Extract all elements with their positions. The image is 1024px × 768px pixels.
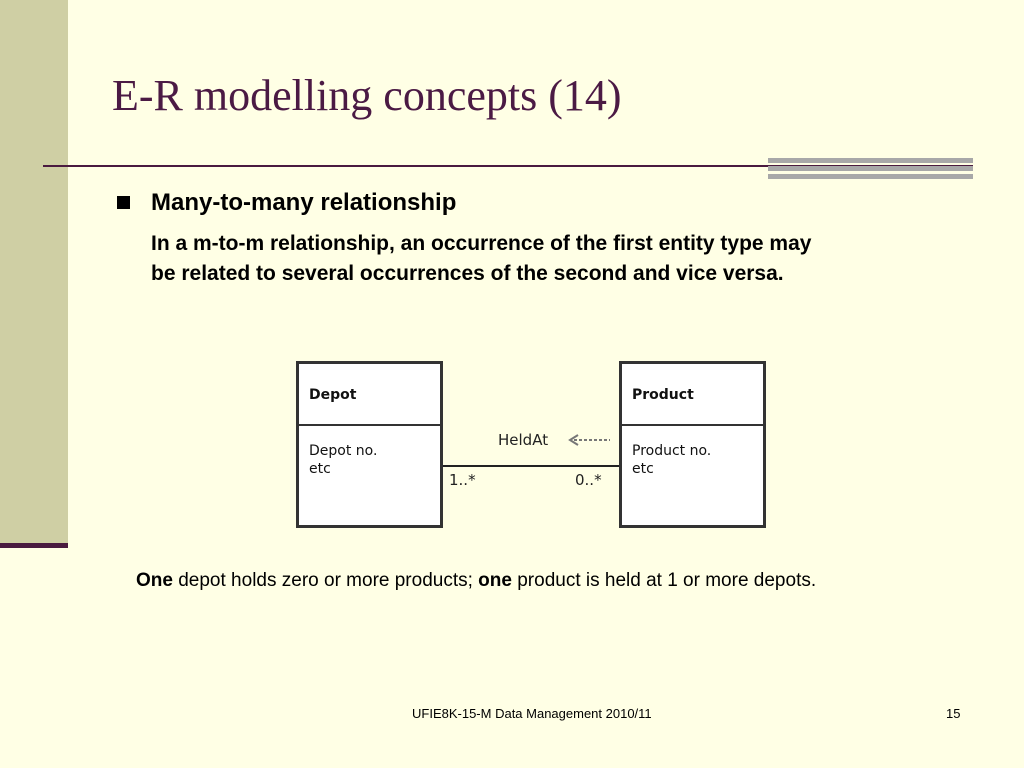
- arrow-left-icon: [568, 434, 610, 446]
- entity-attribute: etc: [632, 461, 654, 477]
- entity-attribute: Depot no.: [309, 443, 378, 459]
- entity-name: Depot: [309, 387, 357, 403]
- association-name: HeldAt: [498, 431, 549, 449]
- bullet-body-line: be related to several occurrences of the…: [151, 262, 784, 285]
- entity-attribute: Product no.: [632, 443, 712, 459]
- association-line: [443, 465, 619, 467]
- square-bullet-icon: [117, 196, 130, 209]
- summary-text: depot holds zero or more products;: [172, 570, 479, 591]
- summary-bold-one: One: [136, 570, 173, 591]
- bullet-body-line: In a m-to-m relationship, an occurrence …: [151, 232, 812, 255]
- multiplicity-left: 1..*: [449, 471, 476, 489]
- page-number: 15: [946, 706, 961, 721]
- entity-attributes: Depot no. etc: [309, 442, 377, 478]
- summary-text: product is held at 1 or more depots.: [511, 570, 817, 591]
- entity-product: Product Product no. etc: [619, 361, 766, 528]
- entity-depot: Depot Depot no. etc: [296, 361, 443, 528]
- bullet-heading: Many-to-many relationship: [151, 189, 457, 216]
- entity-name: Product: [632, 387, 694, 403]
- divider-accent-stripes: [768, 158, 973, 179]
- slide-footer: UFIE8K-15-M Data Management 2010/11: [412, 706, 652, 721]
- entity-attribute: etc: [309, 461, 331, 477]
- bullet-body: In a m-to-m relationship, an occurrence …: [151, 229, 981, 289]
- slide-title: E-R modelling concepts (14): [112, 71, 622, 120]
- entity-attributes: Product no. etc: [632, 442, 711, 478]
- summary-sentence: One depot holds zero or more products; o…: [136, 570, 816, 592]
- entity-divider: [622, 424, 763, 426]
- side-bar: [0, 0, 68, 546]
- multiplicity-right: 0..*: [575, 471, 602, 489]
- entity-divider: [299, 424, 440, 426]
- title-divider: [43, 165, 973, 167]
- summary-bold-one: one: [478, 570, 512, 591]
- side-bar-accent: [0, 543, 68, 548]
